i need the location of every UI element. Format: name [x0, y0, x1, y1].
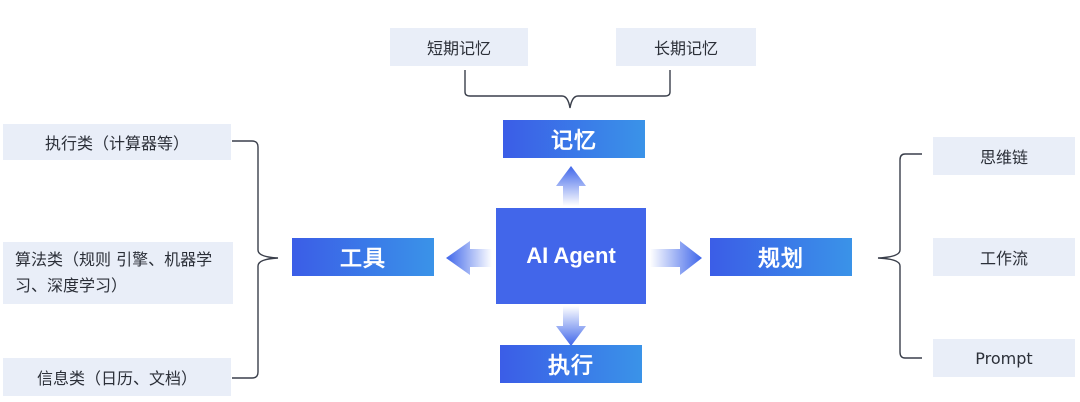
planning-item-workflow: 工作流: [933, 238, 1075, 276]
memory-node: 记忆: [503, 120, 645, 158]
arrow-right: [650, 241, 702, 275]
tools-bracket: [232, 140, 279, 379]
tools-item-algorithm: 算法类（规则 引擎、机器学 习、深度学习）: [3, 242, 233, 304]
planning-bracket: [877, 153, 922, 359]
tools-item-algorithm-line2: 习、深度学习）: [15, 276, 128, 295]
memory-bracket: [464, 70, 671, 109]
execution-node: 执行: [500, 345, 642, 383]
planning-item-chain-of-thought: 思维链: [933, 137, 1075, 175]
tools-node: 工具: [292, 238, 434, 276]
arrow-left: [446, 241, 492, 275]
planning-item-prompt: Prompt: [933, 339, 1075, 377]
ai-agent-node: AI Agent: [496, 208, 646, 304]
memory-item-long-term: 长期记忆: [616, 28, 756, 66]
arrow-up: [556, 166, 586, 206]
memory-item-short-term: 短期记忆: [390, 28, 528, 66]
arrow-down: [556, 306, 586, 346]
planning-node: 规划: [710, 238, 852, 276]
tools-item-algorithm-line1: 算法类（规则 引擎、机器学: [15, 250, 213, 269]
tools-item-execution: 执行类（计算器等）: [3, 124, 231, 160]
tools-item-information: 信息类（日历、文档）: [3, 358, 231, 396]
